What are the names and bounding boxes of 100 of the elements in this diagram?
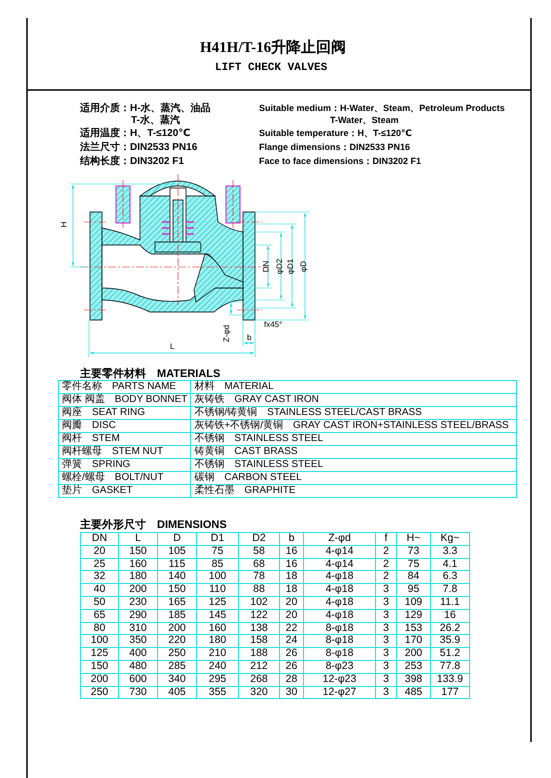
table-cell: 18 <box>280 584 304 596</box>
table-cell: 150 <box>118 545 158 558</box>
table-cell: 26.2 <box>430 622 470 635</box>
table-cell: 480 <box>118 660 158 674</box>
table-cell: 2 <box>376 545 396 558</box>
table-cell: 灰铸铁+不锈钢/黄铜 GRAY CAST IRON+STAINLESS STEEL/BRASS <box>190 420 517 432</box>
table-cell: 3 <box>376 648 396 660</box>
table-cell: 600 <box>118 673 158 686</box>
table-cell: 弹簧 SPRING <box>58 458 191 472</box>
table-cell: 200 <box>158 622 196 635</box>
table-cell: 4-φ18 <box>304 609 376 622</box>
table-cell: Kg~ <box>430 532 470 546</box>
table-cell: 75 <box>196 545 238 558</box>
dimension-label: φD2 <box>275 258 284 274</box>
table-cell: 铸黄铜 CAST BRASS <box>190 446 517 458</box>
spec-text: 结构长度：DIN3202 F1 <box>80 154 184 168</box>
table-cell: 阀杆螺母 STEM NUT <box>58 446 191 458</box>
table-cell: 133.9 <box>430 673 470 686</box>
table-cell: 不锈钢/铸黄铜 STAINLESS STEEL/CAST BRASS <box>190 406 517 420</box>
table-cell: 398 <box>396 673 430 686</box>
table-cell: 68 <box>238 558 280 571</box>
table-cell: 8-φ18 <box>304 648 376 660</box>
table-cell: 165 <box>158 596 196 610</box>
table-cell: 碳钢 CARBON STEEL <box>190 472 517 484</box>
table-cell: 138 <box>238 622 280 635</box>
table-cell: 4-φ14 <box>304 545 376 558</box>
table-cell: 阀杆 STEM <box>58 432 191 446</box>
table-cell: 11.1 <box>430 596 470 610</box>
table-cell: 170 <box>396 634 430 648</box>
table-cell: 177 <box>430 686 470 699</box>
table-cell: 200 <box>396 648 430 660</box>
table-cell: 40 <box>80 584 118 596</box>
table-cell: 16 <box>280 558 304 571</box>
table-cell: DN <box>80 532 118 546</box>
table-cell: 340 <box>158 673 196 686</box>
table-cell: 16 <box>280 545 304 558</box>
table-cell: 285 <box>158 660 196 674</box>
table-cell: 180 <box>118 570 158 584</box>
dimension-label: fx45° <box>264 320 282 329</box>
spec-text: 适用温度：H、T-≤120℃ <box>80 126 190 140</box>
table-cell: 110 <box>196 584 238 596</box>
table-cell: 290 <box>118 609 158 622</box>
table-cell: 22 <box>280 622 304 635</box>
table-cell: 355 <box>196 686 238 699</box>
table-cell: 26 <box>280 648 304 660</box>
table-cell: 212 <box>238 660 280 674</box>
table-cell: 8-φ18 <box>304 622 376 635</box>
table-cell: b <box>280 532 304 546</box>
section-heading: 主要外形尺寸 DIMENSIONS <box>80 518 227 532</box>
table-cell: 210 <box>196 648 238 660</box>
table-cell: 3 <box>376 634 396 648</box>
table-cell: 158 <box>238 634 280 648</box>
table-cell: 30 <box>280 686 304 699</box>
dimension-label: φD <box>298 261 308 272</box>
table-cell: 12-φ23 <box>304 673 376 686</box>
table-cell: 75 <box>396 558 430 571</box>
table-cell: 730 <box>118 686 158 699</box>
table-cell: 2 <box>376 558 396 571</box>
table-cell: 8-φ18 <box>304 634 376 648</box>
table-cell: 100 <box>80 634 118 648</box>
dimension-label: b <box>247 333 252 342</box>
table-cell: 4.1 <box>430 558 470 571</box>
table-cell: 18 <box>280 570 304 584</box>
table-cell: 阀座 SEAT RING <box>58 406 191 420</box>
table-cell: 3 <box>376 686 396 699</box>
table-cell: 188 <box>238 648 280 660</box>
table-cell: 螺栓/螺母 BOLT/NUT <box>58 472 191 484</box>
table-cell: 250 <box>158 648 196 660</box>
table-cell: 95 <box>396 584 430 596</box>
table-cell: 35.9 <box>430 634 470 648</box>
table-cell: 125 <box>196 596 238 610</box>
spec-text: Face to face dimensions：DIN3202 F1 <box>259 155 422 168</box>
table-cell: 24 <box>280 634 304 648</box>
table-cell: 200 <box>118 584 158 596</box>
table-cell: 125 <box>80 648 118 660</box>
spec-text: Flange dimensions：DIN2533 PN16 <box>259 141 410 154</box>
table-cell: 160 <box>196 622 238 635</box>
table-cell: 78 <box>238 570 280 584</box>
table-cell: 垫片 GASKET <box>58 484 191 498</box>
table-cell: 4-φ18 <box>304 570 376 584</box>
spec-text: 法兰尺寸：DIN2533 PN16 <box>80 140 198 154</box>
table-cell: 200 <box>80 673 118 686</box>
table-cell: 153 <box>396 622 430 635</box>
table-cell: f <box>376 532 396 546</box>
dimension-label: H <box>59 222 68 228</box>
table-cell: 3.3 <box>430 545 470 558</box>
table-cell: 阀体 阀盖 BODY BONNET <box>58 394 191 406</box>
table-cell: 3 <box>376 596 396 610</box>
dimension-label: L <box>170 342 174 351</box>
table-cell: 102 <box>238 596 280 610</box>
table-cell: 4-φ18 <box>304 596 376 610</box>
table-cell: 145 <box>196 609 238 622</box>
table-cell: 3 <box>376 584 396 596</box>
table-cell: 140 <box>158 570 196 584</box>
table-cell: 26 <box>280 660 304 674</box>
table-cell: 400 <box>118 648 158 660</box>
table-cell: 88 <box>238 584 280 596</box>
table-cell: 185 <box>158 609 196 622</box>
table-cell: 485 <box>396 686 430 699</box>
table-cell: 240 <box>196 660 238 674</box>
